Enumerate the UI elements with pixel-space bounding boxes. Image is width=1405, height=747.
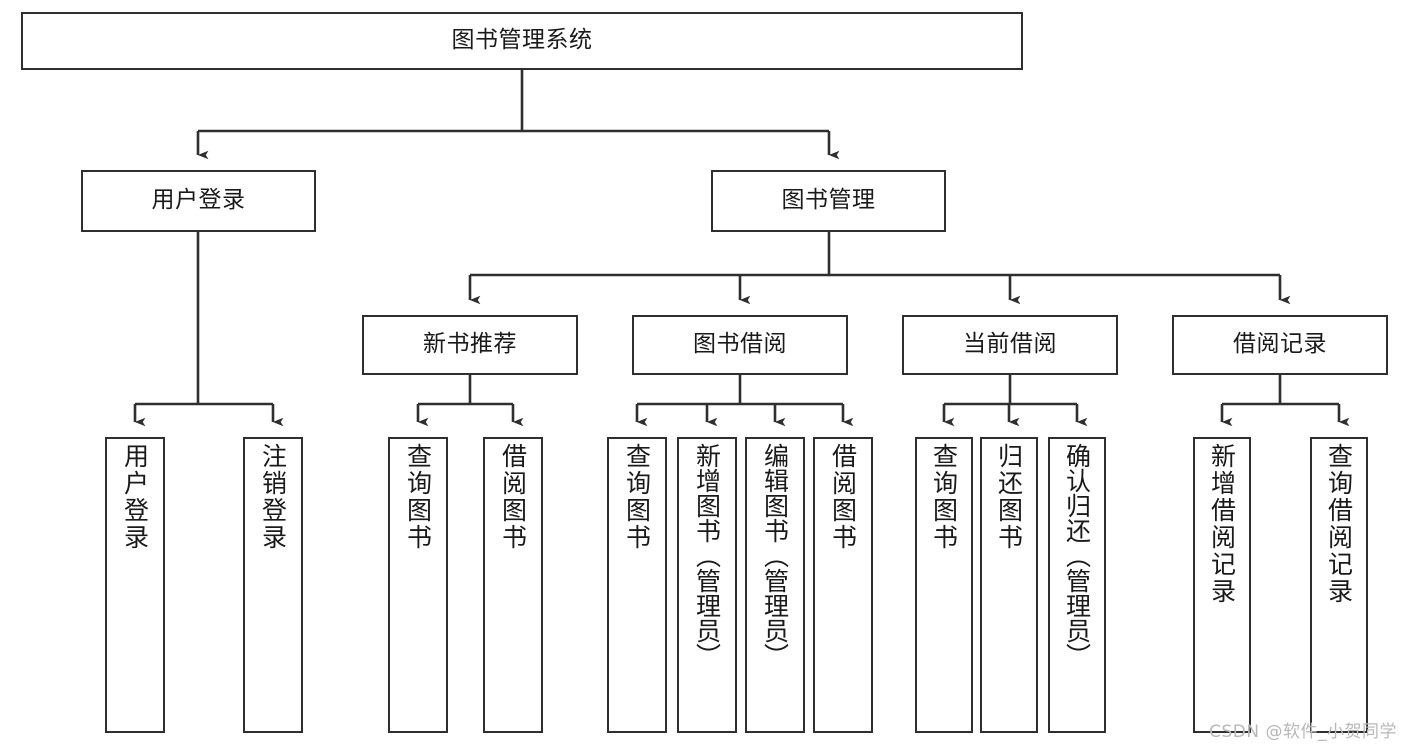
node-label: 用户登录 bbox=[120, 443, 150, 551]
node-label: 新增图书（管理员） bbox=[692, 443, 722, 668]
node-label: 当前借阅 bbox=[963, 331, 1057, 358]
node-label: 借阅图书 bbox=[828, 443, 858, 551]
node-label: 图书借阅 bbox=[693, 331, 787, 358]
node-label: 图书管理 bbox=[781, 187, 876, 214]
node-leaf-borrow-book-1[interactable]: 借阅图书 bbox=[483, 437, 543, 733]
node-leaf-borrow-book-2[interactable]: 借阅图书 bbox=[813, 437, 873, 733]
node-label: 注销登录 bbox=[258, 443, 288, 551]
node-leaf-user-login[interactable]: 用户登录 bbox=[105, 437, 165, 733]
node-label: 借阅记录 bbox=[1233, 331, 1327, 358]
node-book-manage[interactable]: 图书管理 bbox=[711, 170, 946, 232]
node-label: 查询借阅记录 bbox=[1324, 443, 1354, 605]
node-leaf-query-book-3[interactable]: 查询图书 bbox=[915, 437, 973, 733]
node-label: 新书推荐 bbox=[423, 331, 517, 358]
node-label: 归还图书 bbox=[994, 443, 1024, 551]
node-label: 查询图书 bbox=[929, 443, 959, 551]
node-label: 图书管理系统 bbox=[451, 27, 593, 54]
node-leaf-query-record[interactable]: 查询借阅记录 bbox=[1310, 437, 1368, 733]
node-book-borrow[interactable]: 图书借阅 bbox=[632, 315, 848, 375]
node-leaf-confirm-return[interactable]: 确认归还（管理员） bbox=[1048, 437, 1106, 733]
node-leaf-query-book-1[interactable]: 查询图书 bbox=[388, 437, 448, 733]
node-label: 查询图书 bbox=[622, 443, 652, 551]
node-label: 编辑图书（管理员） bbox=[760, 443, 790, 668]
node-leaf-return-book[interactable]: 归还图书 bbox=[980, 437, 1038, 733]
node-label: 用户登录 bbox=[151, 187, 246, 214]
node-label: 借阅图书 bbox=[498, 443, 528, 551]
node-label: 查询图书 bbox=[403, 443, 433, 551]
node-new-book-rec[interactable]: 新书推荐 bbox=[362, 315, 578, 375]
node-leaf-query-book-2[interactable]: 查询图书 bbox=[607, 437, 667, 733]
node-label: 新增借阅记录 bbox=[1207, 443, 1237, 605]
node-leaf-logout[interactable]: 注销登录 bbox=[243, 437, 303, 733]
node-user-login[interactable]: 用户登录 bbox=[81, 170, 316, 232]
node-leaf-edit-book[interactable]: 编辑图书（管理员） bbox=[745, 437, 805, 733]
node-leaf-add-record[interactable]: 新增借阅记录 bbox=[1193, 437, 1251, 733]
node-label: 确认归还（管理员） bbox=[1062, 443, 1092, 668]
node-borrow-record[interactable]: 借阅记录 bbox=[1172, 315, 1388, 375]
node-current-borrow[interactable]: 当前借阅 bbox=[902, 315, 1118, 375]
node-root-system[interactable]: 图书管理系统 bbox=[21, 12, 1023, 70]
node-leaf-add-book[interactable]: 新增图书（管理员） bbox=[677, 437, 737, 733]
